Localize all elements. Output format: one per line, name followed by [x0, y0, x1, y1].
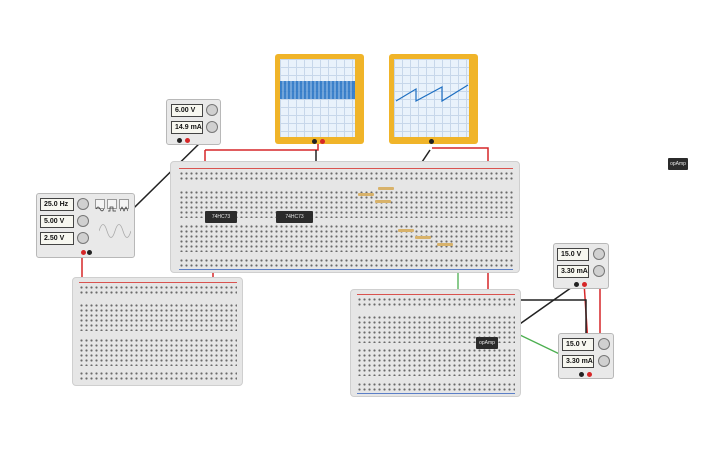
ground-rail [357, 393, 515, 394]
oscilloscope-2[interactable] [389, 54, 478, 144]
positive-terminal[interactable] [185, 138, 190, 143]
scope-screen [394, 59, 469, 137]
negative-terminal[interactable] [579, 372, 584, 377]
scope-probe-terminal[interactable] [429, 139, 434, 144]
voltage-display: 15.0 V [557, 248, 589, 261]
scope-probe-terminal[interactable] [312, 139, 317, 144]
waveform-preview [99, 224, 131, 238]
oscilloscope-1[interactable] [275, 54, 364, 144]
current-knob[interactable] [593, 265, 605, 277]
hole-grid [357, 348, 515, 376]
chip-74hc73[interactable]: 74HC73 [276, 211, 313, 223]
amplitude-display: 5.00 V [40, 215, 74, 228]
square-icon[interactable] [107, 199, 117, 212]
positive-terminal[interactable] [582, 282, 587, 287]
current-knob[interactable] [206, 121, 218, 133]
hole-grid [179, 258, 513, 268]
frequency-knob[interactable] [77, 198, 89, 210]
sawtooth-wave-trace [395, 84, 469, 103]
current-display: 3.30 mA [557, 265, 589, 278]
resistor[interactable] [415, 236, 431, 239]
resistor[interactable] [378, 187, 394, 190]
hole-grid [79, 371, 237, 381]
breadboard-left[interactable] [72, 277, 243, 386]
wire-red [205, 144, 319, 151]
offset-knob[interactable] [77, 232, 89, 244]
voltage-knob[interactable] [593, 248, 605, 260]
chip-opamp[interactable]: opAmp [476, 337, 498, 349]
current-display: 14.9 mA [171, 121, 203, 134]
hole-grid [179, 224, 513, 252]
power-rail [179, 168, 513, 169]
function-generator[interactable]: 25.0 Hz 5.00 V 2.50 V [36, 193, 135, 258]
hole-grid [79, 285, 237, 295]
triangle-icon[interactable] [119, 199, 129, 212]
resistor[interactable] [375, 200, 391, 203]
scope-screen [280, 59, 355, 137]
current-display: 3.30 mA [562, 355, 594, 368]
power-rail [79, 282, 237, 283]
negative-terminal[interactable] [574, 282, 579, 287]
power-rail [357, 294, 515, 295]
frequency-display: 25.0 Hz [40, 198, 74, 211]
output-terminal[interactable] [81, 250, 86, 255]
power-supply-top[interactable]: 6.00 V 14.9 mA [166, 99, 221, 145]
voltage-display: 15.0 V [562, 338, 594, 351]
square-wave-trace [280, 81, 355, 99]
voltage-knob[interactable] [598, 338, 610, 350]
scope-probe-terminal[interactable] [320, 139, 325, 144]
power-supply-right-2[interactable]: 15.0 V 3.30 mA [558, 333, 614, 379]
resistor[interactable] [437, 243, 453, 246]
power-supply-right-1[interactable]: 15.0 V 3.30 mA [553, 243, 609, 289]
current-knob[interactable] [598, 355, 610, 367]
positive-terminal[interactable] [587, 372, 592, 377]
ground-terminal[interactable] [87, 250, 92, 255]
hole-grid [179, 171, 513, 181]
negative-terminal[interactable] [177, 138, 182, 143]
sine-icon[interactable] [95, 199, 105, 212]
resistor[interactable] [398, 229, 414, 232]
resistor[interactable] [358, 193, 374, 196]
offset-display: 2.50 V [40, 232, 74, 245]
ground-rail [179, 269, 513, 270]
voltage-display: 6.00 V [171, 104, 203, 117]
hole-grid [357, 382, 515, 392]
amplitude-knob[interactable] [77, 215, 89, 227]
hole-grid [357, 297, 515, 307]
hole-grid [79, 338, 237, 366]
chip-opamp-floating[interactable]: opAmp [668, 158, 688, 170]
voltage-knob[interactable] [206, 104, 218, 116]
hole-grid [79, 303, 237, 331]
chip-74hc73[interactable]: 74HC73 [205, 211, 237, 223]
